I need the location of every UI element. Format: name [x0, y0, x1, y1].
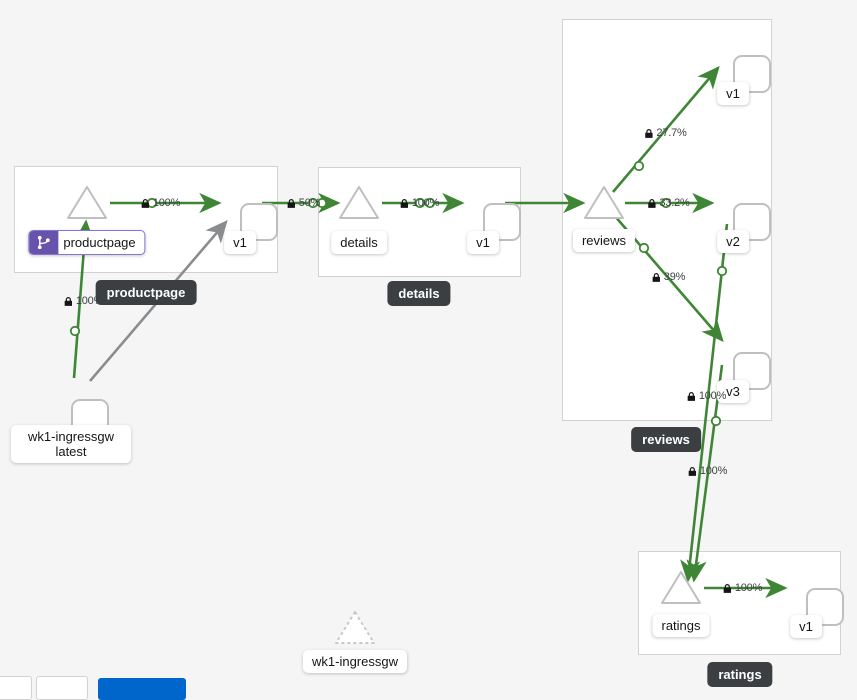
- edge-percent: 50%: [298, 197, 321, 209]
- code-branch-glyph: [37, 235, 50, 250]
- lock-icon: [287, 198, 295, 208]
- edge-percent: 100%: [734, 582, 763, 594]
- edge-label-details-app-to-v1[interactable]: 100%: [399, 197, 439, 209]
- node-label-reviews-v1[interactable]: v1: [717, 82, 749, 105]
- edge-midpoint-marker: [69, 325, 81, 337]
- node-label-ratings-app[interactable]: ratings: [652, 614, 710, 637]
- node-label-details-app[interactable]: details: [331, 231, 387, 254]
- node-productpage-v1[interactable]: [240, 203, 278, 241]
- node-label-productpage-v1[interactable]: v1: [224, 231, 256, 254]
- lock-icon: [723, 583, 731, 593]
- lock-icon: [141, 198, 149, 208]
- triangle-icon: [67, 186, 107, 219]
- lock-icon: [645, 128, 653, 138]
- zoom-out-button[interactable]: [0, 676, 32, 700]
- edge-label-reviews-app-to-v2[interactable]: 33.2%: [646, 197, 690, 209]
- lock-icon: [688, 466, 696, 476]
- node-label-ingressgw-app[interactable]: wk1-ingressgw: [303, 650, 407, 673]
- edge-percent: 33.2%: [659, 197, 690, 209]
- lock-icon: [687, 391, 695, 401]
- node-label-productpage-app[interactable]: productpage: [28, 230, 146, 255]
- edge-percent: 100%: [698, 390, 727, 402]
- group-label-reviews[interactable]: reviews: [631, 427, 701, 452]
- lock-icon: [64, 296, 72, 306]
- group-label-productpage[interactable]: productpage: [95, 280, 197, 305]
- fit-to-screen-button[interactable]: [36, 676, 88, 700]
- triangle-icon: [339, 186, 379, 219]
- group-label-details[interactable]: details: [387, 281, 451, 306]
- triangle-icon: [661, 571, 701, 604]
- node-label-reviews-v3[interactable]: v3: [717, 380, 749, 403]
- node-label-reviews-v2[interactable]: v2: [717, 230, 749, 253]
- edge-label-productpage-to-details[interactable]: 50%: [286, 197, 320, 209]
- node-label-line2: latest: [55, 444, 87, 459]
- node-label-ratings-v1[interactable]: v1: [790, 615, 822, 638]
- group-label-ratings[interactable]: ratings: [707, 662, 773, 687]
- edge-label-ratings-app-to-v1[interactable]: 100%: [722, 582, 762, 594]
- legend-button[interactable]: [98, 678, 186, 700]
- triangle-dashed-icon: [335, 611, 375, 644]
- lock-icon: [648, 198, 656, 208]
- edge-percent: 39%: [663, 271, 686, 283]
- edge-label-productpage-app-to-v1[interactable]: 100%: [140, 197, 180, 209]
- node-label-reviews-app[interactable]: reviews: [572, 229, 636, 252]
- edge-label-reviews-app-to-v1[interactable]: 27.7%: [643, 127, 687, 139]
- lock-icon: [400, 198, 408, 208]
- group-box-productpage[interactable]: [14, 166, 278, 273]
- virtual-service-icon: [29, 231, 59, 254]
- triangle-icon: [584, 186, 624, 219]
- node-label-ingressgw-workload[interactable]: wk1-ingressgw latest: [11, 425, 131, 463]
- edge-label-reviews-v3-to-ratings[interactable]: 100%: [687, 465, 727, 477]
- lock-icon: [652, 272, 660, 282]
- node-label-text: productpage: [63, 235, 136, 250]
- edge-label-reviews-v2-to-ratings[interactable]: 100%: [686, 390, 726, 402]
- node-label-line1: wk1-ingressgw: [28, 429, 114, 444]
- edge-percent: 100%: [699, 465, 728, 477]
- edge-label-reviews-app-to-v3[interactable]: 39%: [651, 271, 685, 283]
- edge-percent: 100%: [411, 197, 440, 209]
- edge-percent: 100%: [152, 197, 181, 209]
- node-label-details-v1[interactable]: v1: [467, 231, 499, 254]
- edge-percent: 27.7%: [656, 127, 687, 139]
